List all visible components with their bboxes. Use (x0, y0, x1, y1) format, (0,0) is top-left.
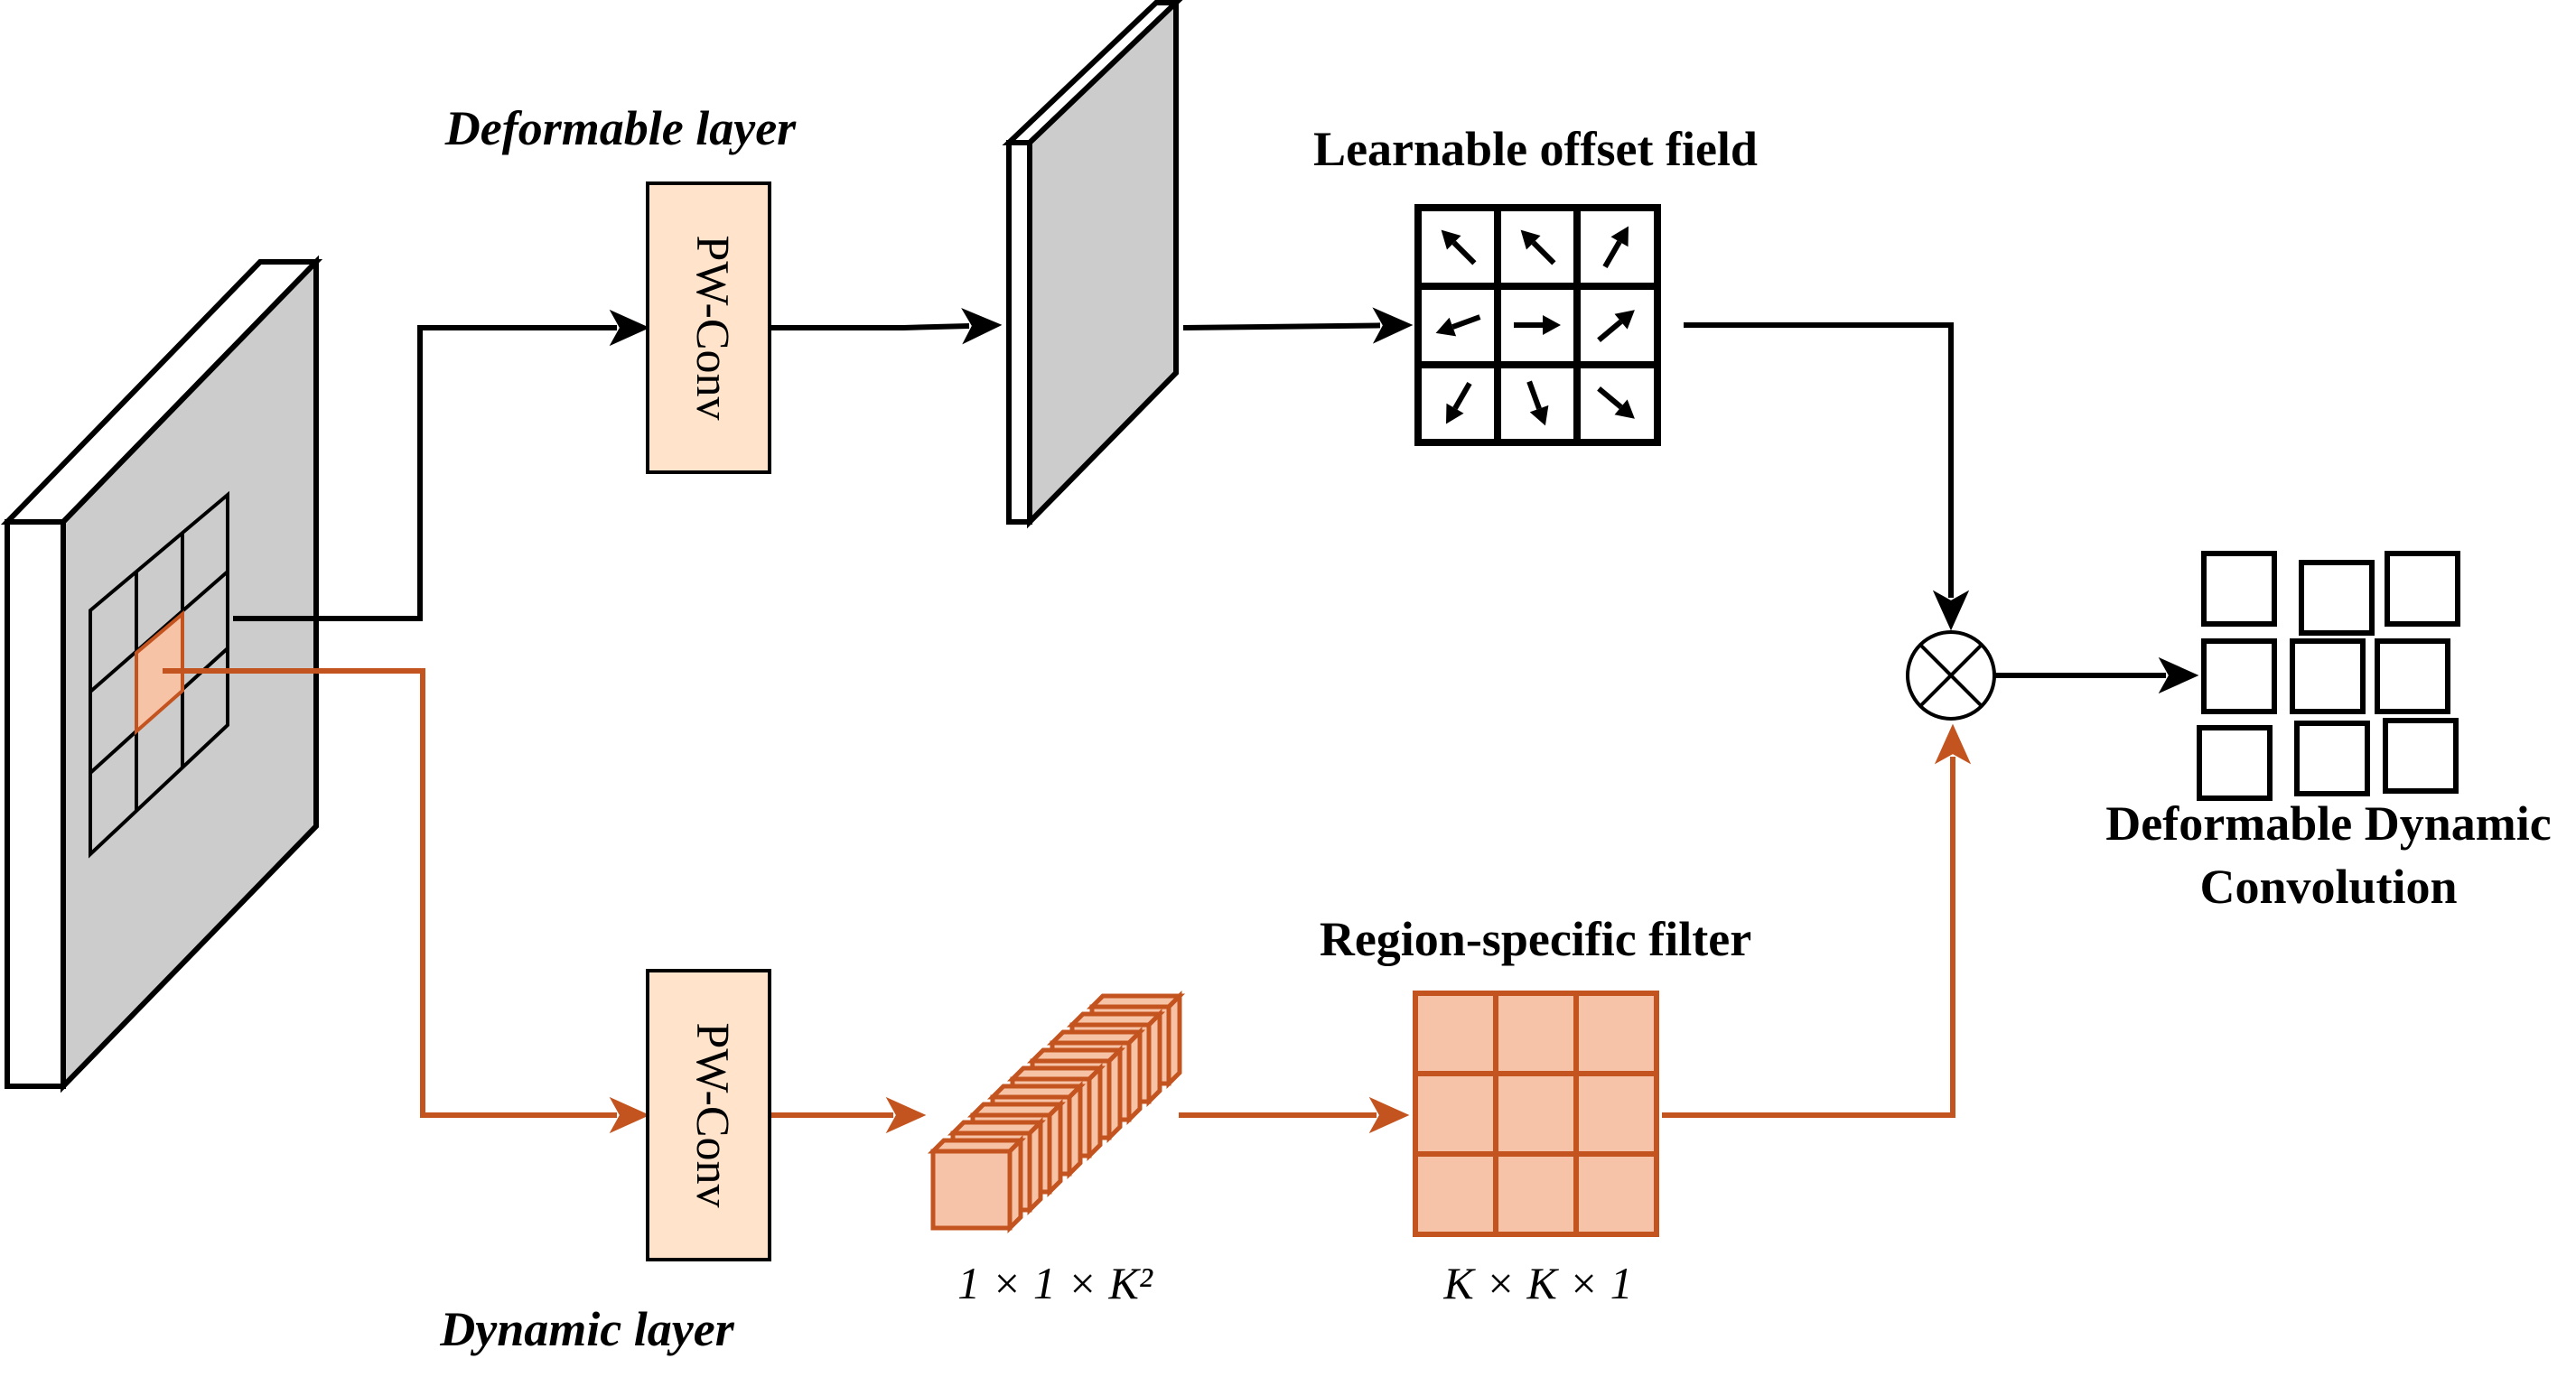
arrow-feature-map-to-offset (1182, 307, 1414, 344)
arrow-cubes-to-filter (1179, 1096, 1410, 1134)
region-filter-grid (1413, 991, 1659, 1237)
pw-conv-bottom: PW-Conv (646, 969, 771, 1261)
region-filter-title: Region-specific filter (1320, 912, 1751, 966)
pw-conv-top-label: PW-Conv (686, 235, 738, 420)
arrow-input-to-pwconv-bottom (163, 668, 650, 1134)
arrow-filter-to-multiply (1662, 723, 1972, 1118)
dim-filter-label: K × K × 1 (1442, 1258, 1632, 1308)
offset-arrow (1514, 315, 1561, 335)
offset-arrow (1446, 381, 1472, 424)
offset-field-grid (1414, 204, 1661, 446)
dynamic-layer-label: Dynamic layer (439, 1302, 734, 1356)
arrow-input-to-pwconv-top (233, 309, 650, 621)
output-deformed-grid (2197, 551, 2460, 801)
connectors (163, 307, 2199, 1134)
multiply-node (1906, 630, 1996, 721)
arrow-pwconv-to-feature-map (770, 308, 1003, 345)
input-slab-side (5, 519, 66, 1089)
pw-conv-top: PW-Conv (646, 181, 771, 474)
offset-arrow (1435, 314, 1481, 337)
offset-arrow (1526, 380, 1549, 426)
input-slab-face (61, 255, 319, 1093)
arrow-multiply-to-output (1994, 656, 2199, 694)
input-highlight-cell (135, 609, 184, 736)
dim-stack-label: 1 × 1 × K² (957, 1258, 1153, 1308)
input-feature-map (0, 255, 323, 1093)
offset-arrows (1435, 226, 1635, 426)
offset-arrow (1602, 226, 1629, 269)
offset-arrow (1597, 386, 1635, 419)
offset-arrow (1520, 229, 1556, 265)
offset-arrow (1441, 229, 1477, 265)
output-title-line2: Convolution (2199, 860, 2457, 914)
intermediate-feature-map (1002, 0, 1183, 529)
deformable-layer-label: Deformable layer (444, 101, 797, 155)
output-title-line1: Deformable Dynamic (2105, 796, 2551, 851)
kernel-cube-stack (927, 990, 1186, 1234)
offset-field-title: Learnable offset field (1313, 122, 1758, 176)
arrow-offset-to-multiply (1684, 322, 1970, 631)
kernel-cube (927, 1134, 1027, 1234)
arrow-pwconv-to-cubes (770, 1096, 927, 1134)
pw-conv-bottom-label: PW-Conv (686, 1022, 738, 1207)
offset-arrow (1597, 310, 1635, 343)
